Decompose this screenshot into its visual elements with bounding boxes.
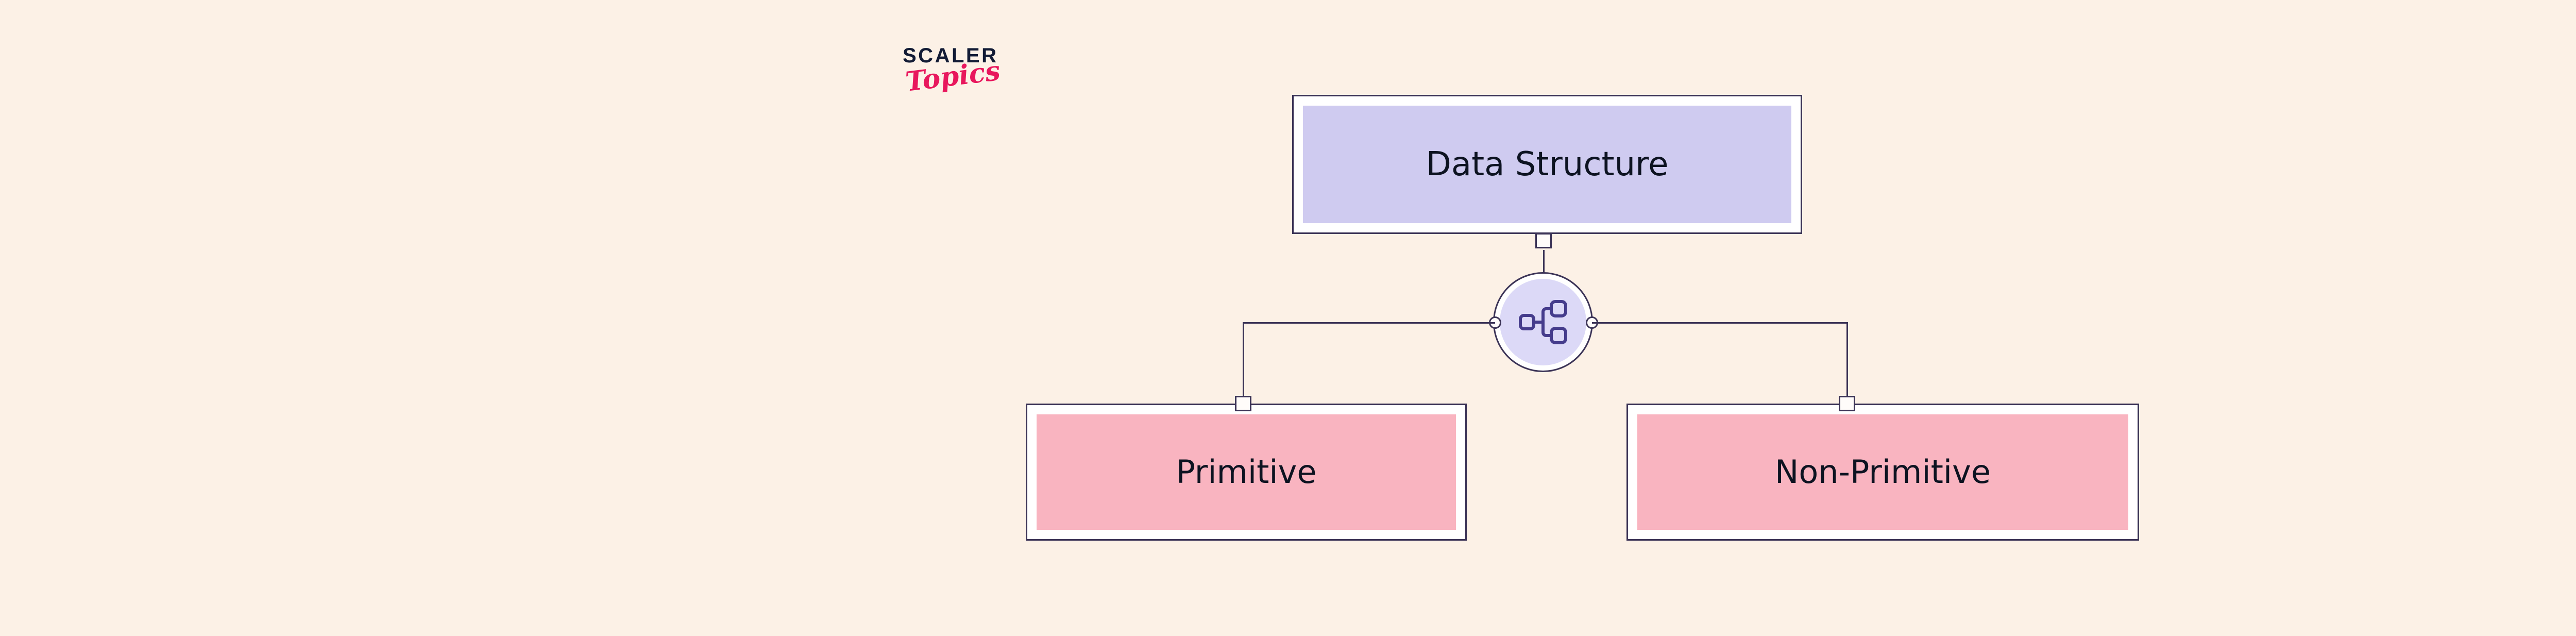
hub-hierarchy-node[interactable]: [1493, 272, 1593, 372]
connector-bus-left: [1243, 322, 1495, 324]
node-primitive-fill: Primitive: [1037, 414, 1456, 530]
node-non-primitive-label: Non-Primitive: [1775, 453, 1991, 491]
hub-fill: [1500, 279, 1586, 365]
node-data-structure[interactable]: Data Structure: [1292, 95, 1802, 234]
scaler-topics-logo: SCALER Topics: [903, 45, 1057, 128]
logo-wordmark-scaler: SCALER: [903, 44, 998, 67]
port-non-primitive-top: [1839, 396, 1855, 411]
node-non-primitive[interactable]: Non-Primitive: [1626, 404, 2139, 541]
port-root-bottom: [1535, 233, 1552, 248]
port-primitive-top: [1235, 396, 1251, 411]
node-data-structure-fill: Data Structure: [1303, 106, 1791, 223]
node-primitive[interactable]: Primitive: [1026, 404, 1467, 541]
node-primitive-label: Primitive: [1176, 453, 1317, 491]
connector-drop-non-primitive: [1846, 322, 1848, 404]
connector-root-to-hub: [1543, 250, 1545, 273]
connector-bus-right: [1592, 322, 1848, 324]
port-hub-left: [1489, 316, 1501, 329]
connector-drop-primitive: [1243, 322, 1244, 404]
hierarchy-icon: [1519, 300, 1567, 344]
node-non-primitive-fill: Non-Primitive: [1637, 414, 2128, 530]
node-data-structure-label: Data Structure: [1426, 145, 1669, 183]
